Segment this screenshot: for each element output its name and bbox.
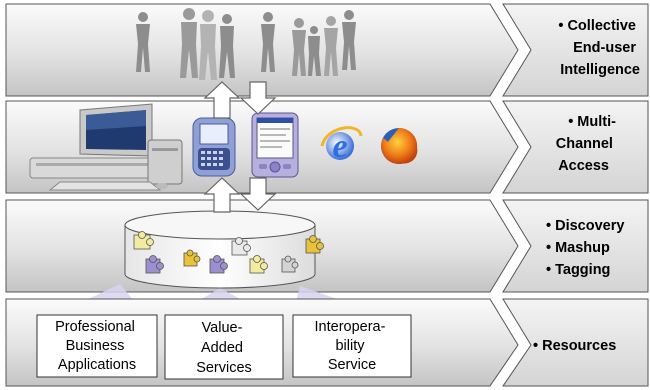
layer-side-box xyxy=(502,199,649,293)
up-arrow-icon xyxy=(203,177,241,213)
firefox-icon xyxy=(381,127,418,164)
internet-explorer-icon: e xyxy=(320,126,363,165)
puzzle-piece-icon xyxy=(183,249,201,267)
side-label: • Multi- Channel Access xyxy=(556,114,620,174)
layer-side-box xyxy=(502,3,649,97)
down-arrow-icon xyxy=(239,81,277,115)
service-repository-cylinder xyxy=(124,210,316,289)
puzzle-piece-icon xyxy=(145,255,164,274)
side-label: • Resources xyxy=(533,338,616,354)
down-arrow-icon xyxy=(239,177,277,211)
layer-band xyxy=(5,3,519,97)
puzzle-piece-icon xyxy=(305,235,324,254)
puzzle-piece-icon xyxy=(281,255,299,273)
bidirectional-arrows-top xyxy=(203,81,277,119)
desktop-computer-icon xyxy=(29,103,183,191)
layer-services: • Discovery • Mashup • Tagging xyxy=(5,199,649,318)
layer-access: • Multi- Channel Access xyxy=(5,100,649,194)
up-arrow-icon xyxy=(203,81,241,119)
puzzle-piece-icon xyxy=(249,255,268,274)
side-label: • Discovery • Mashup • Tagging xyxy=(546,218,628,278)
layer-resources: • Resources Professional Business Applic… xyxy=(5,298,649,387)
svg-text:Interopera- bility: Interopera- bility Service xyxy=(315,319,390,373)
side-label: • Collective End-user Intelligence xyxy=(558,18,640,78)
resource-box: Value- Added Services xyxy=(164,314,284,380)
pda-icon xyxy=(251,112,299,178)
layer-side-box xyxy=(502,298,649,387)
layer-end-user: • Collective End-user Intelligence xyxy=(5,3,649,97)
puzzle-piece-icon xyxy=(209,255,228,274)
puzzle-pieces xyxy=(133,231,324,274)
svg-text:Professional Business: Professional Business Applications xyxy=(55,319,139,373)
resource-box: Professional Business Applications xyxy=(36,314,158,378)
bidirectional-arrows-bottom xyxy=(203,177,277,213)
puzzle-piece-icon xyxy=(231,237,251,256)
resource-box: Interopera- bility Service xyxy=(292,314,412,378)
people-silhouettes-icon xyxy=(136,8,356,80)
svg-text:Value- Added S: Value- Added Services xyxy=(196,320,252,376)
svg-text:e: e xyxy=(332,128,347,165)
puzzle-piece-icon xyxy=(133,231,154,250)
layer-side-box xyxy=(502,100,649,194)
smartphone-icon xyxy=(192,117,236,177)
